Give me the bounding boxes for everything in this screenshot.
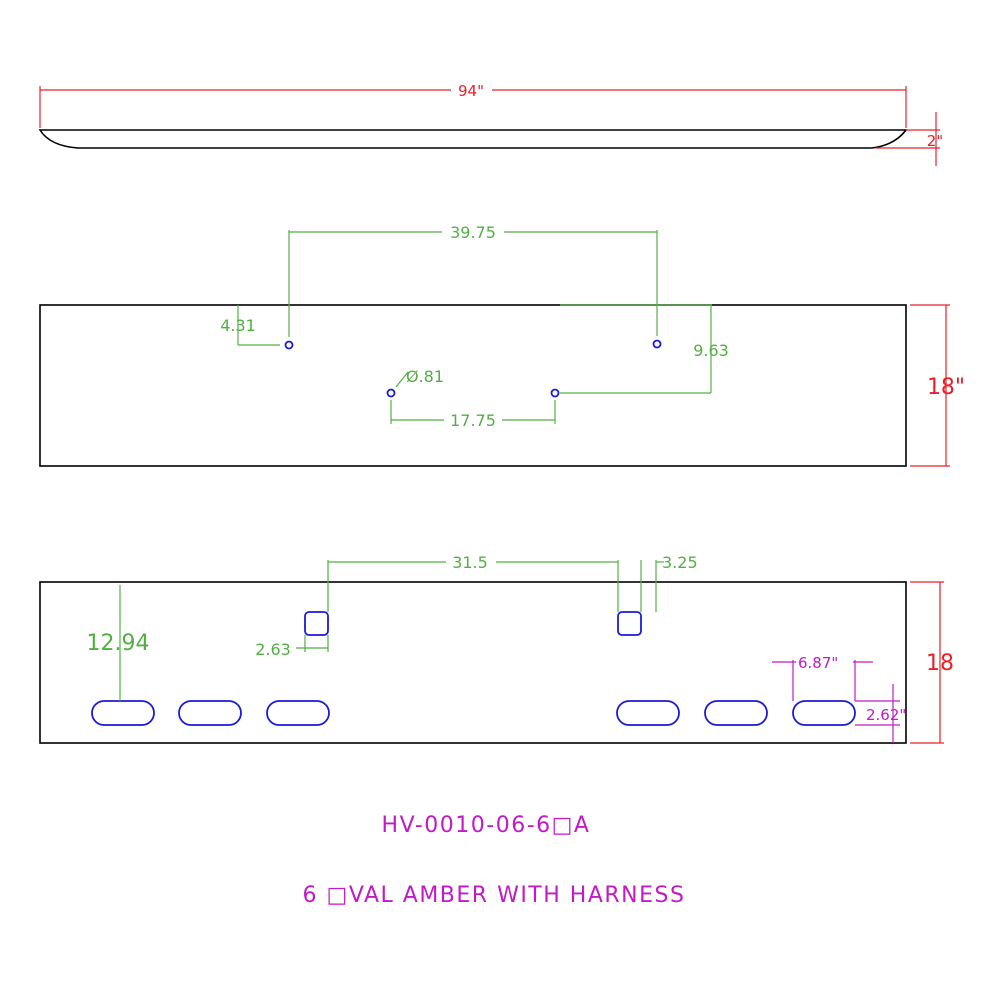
oval-hole-2 [178, 700, 242, 726]
dim-dia-label: Ø.81 [406, 367, 444, 386]
hole-upper-right [652, 339, 662, 349]
oval-hole-1 [91, 700, 155, 726]
dim-1294-label: 12.94 [87, 631, 150, 656]
dim-262-label: 2.62" [866, 706, 906, 724]
middle-view: 39.75 4.31 9.63 Ø.81 17.75 18" [39, 223, 965, 467]
square-tab-right [617, 611, 642, 636]
hole-upper-left [284, 340, 294, 350]
height-label: 2" [927, 132, 943, 150]
part-description: 6 □VAL AMBER WITH HARNESS [303, 883, 686, 908]
oval-hole-6 [792, 700, 856, 726]
span-315-label: 31.5 [452, 553, 488, 572]
oval-hole-4 [616, 700, 680, 726]
part-number: HV-0010-06-6□A [382, 813, 591, 838]
dim-963-label: 9.63 [693, 341, 729, 360]
height18-label: 18" [927, 375, 965, 400]
bumper-face-bottom [39, 581, 907, 744]
dim-687-label: 6.87" [798, 654, 838, 672]
height18b-label: 18 [926, 651, 954, 676]
dim-dia-leader [395, 371, 409, 388]
top-view: 94" 2" [38, 82, 943, 166]
oval-hole-3 [266, 700, 330, 726]
hole-lower-left [386, 388, 396, 398]
oval-hole-5 [704, 700, 768, 726]
bumper-profile [38, 129, 908, 149]
span-17-label: 17.75 [450, 411, 496, 430]
width-label: 94" [458, 82, 484, 100]
span-39-label: 39.75 [450, 223, 496, 242]
dim-325-label: 3.25 [662, 553, 698, 572]
dim-431-label: 4.31 [220, 316, 256, 335]
bumper-face-middle [39, 304, 907, 467]
bottom-view: 31.5 3.25 12.94 2.63 6.87" 2.62" 18 [39, 553, 954, 744]
dim-263-label: 2.63 [255, 640, 291, 659]
hole-lower-right [550, 388, 560, 398]
square-tab-left [304, 611, 329, 636]
